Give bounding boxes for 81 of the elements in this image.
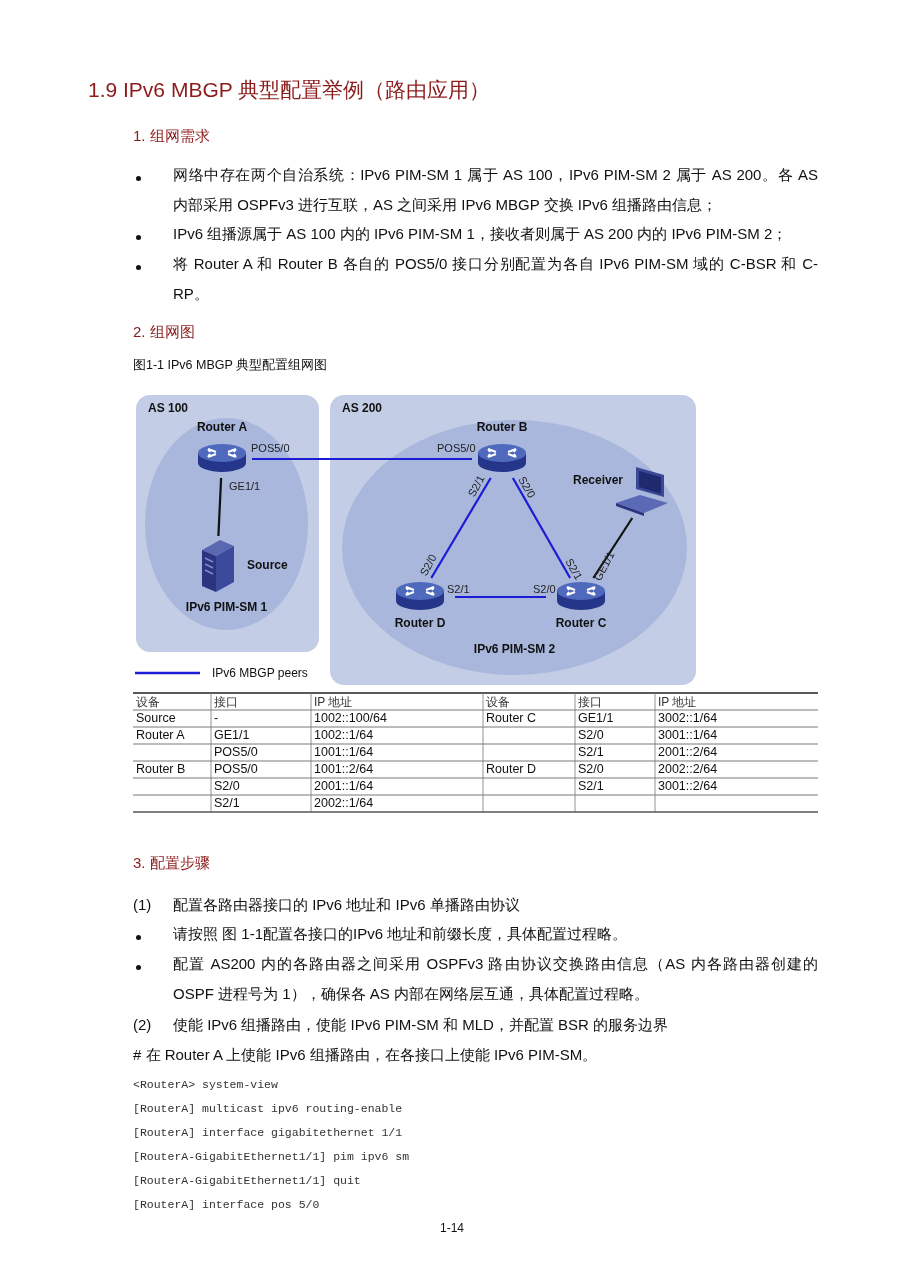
- code-line: [RouterA-GigabitEthernet1/1] pim ipv6 sm: [133, 1150, 410, 1163]
- code-line: [RouterA] interface gigabitethernet 1/1: [133, 1126, 403, 1139]
- interface-name: GE1/1: [578, 711, 614, 725]
- port-label: GE1/1: [229, 480, 261, 492]
- interface-name: POS5/0: [214, 762, 258, 776]
- port-label: S2/0: [533, 583, 556, 595]
- device-name: Router D: [486, 762, 537, 776]
- section-heading: 1. 组网需求: [133, 127, 210, 146]
- port-label: S2/0: [417, 552, 439, 578]
- code-line: [RouterA] interface pos 5/0: [133, 1198, 320, 1211]
- ip-address: 1002::100/64: [314, 711, 387, 725]
- legend-label: IPv6 MBGP peers: [212, 666, 308, 680]
- interface-name: S2/0: [214, 779, 240, 793]
- code-line: [RouterA] multicast ipv6 routing-enable: [133, 1102, 403, 1115]
- bullet-text: 请按照 图 1-1配置各接口的IPv6 地址和前缀长度，具体配置过程略。: [173, 924, 629, 944]
- link-line: [592, 517, 634, 579]
- ip-address: 2002::2/64: [658, 762, 718, 776]
- device-label: Router C: [554, 616, 608, 630]
- interface-name: S2/0: [578, 762, 604, 776]
- bullet-text: 配置 AS200 内的各路由器之间采用 OSPFv3 路由协议交换路由信息（AS 内各路由器创建的 OSPF 进程号为 1），确保各 AS 内部在网络层互通，具体配置过程略。: [173, 954, 818, 1004]
- bullet-text: 网络中存在两个自治系统：IPv6 PIM-SM 1 属于 AS 100，IPv6 PIM-SM 2 属于 AS 200。各 AS 内部采用 OSPFv3 进行互联，AS 之间采用 IPv6 MBGP 交换 IPv6 组播路由信息；: [173, 165, 818, 215]
- column-header: 接口: [578, 694, 602, 711]
- paragraph: # 在 Router A 上使能 IPv6 组播路由，在各接口上使能 IPv6 PIM-SM。: [133, 1045, 599, 1065]
- region-label: AS 200: [342, 401, 383, 415]
- ip-address: 1001::2/64: [314, 762, 374, 776]
- domain-label: IPv6 PIM-SM 2: [472, 642, 557, 656]
- paragraph: 使能 IPv6 组播路由，使能 IPv6 PIM-SM 和 MLD，并配置 BSR 的服务边界: [173, 1015, 670, 1035]
- interface-name: -: [214, 711, 219, 725]
- code-line: [RouterA-GigabitEthernet1/1] quit: [133, 1174, 361, 1187]
- ip-address: 3001::2/64: [658, 779, 718, 793]
- page-number: 1-14: [440, 1221, 465, 1235]
- region-label: AS 100: [148, 401, 189, 415]
- ip-address: 1001::1/64: [314, 745, 374, 759]
- step-number: (1): [133, 895, 152, 915]
- bullet-text: IPv6 组播源属于 AS 100 内的 IPv6 PIM-SM 1，接收者则属于 AS 200 内的 IPv6 PIM-SM 2；: [173, 224, 789, 244]
- interface-name: S2/1: [578, 779, 604, 793]
- interface-name: S2/0: [578, 728, 604, 742]
- ip-address: 2002::1/64: [314, 796, 374, 810]
- peer-link-line: [511, 477, 572, 579]
- device-name: Source: [136, 711, 176, 725]
- port-label: POS5/0: [437, 442, 476, 454]
- device-name: Router C: [486, 711, 537, 725]
- device-label: Router B: [475, 420, 529, 434]
- column-header: IP 地址: [314, 694, 353, 711]
- ip-address: 3001::1/64: [658, 728, 718, 742]
- port-label: S2/1: [447, 583, 470, 595]
- page-title: 1.9 IPv6 MBGP 典型配置举例（路由应用）: [88, 77, 491, 103]
- device-label: Router D: [393, 616, 447, 630]
- device-label: Receiver: [573, 473, 624, 487]
- interface-name: S2/1: [214, 796, 240, 810]
- ip-address: 2001::1/64: [314, 779, 374, 793]
- ip-address: 2001::2/64: [658, 745, 718, 759]
- column-header: 设备: [136, 694, 160, 711]
- interface-name: POS5/0: [214, 745, 258, 759]
- column-header: 接口: [214, 694, 238, 711]
- device-label: Source: [247, 558, 288, 572]
- section-heading: 2. 组网图: [133, 323, 195, 342]
- column-header: IP 地址: [658, 694, 697, 711]
- code-line: <RouterA> system-view: [133, 1078, 278, 1091]
- domain-label: IPv6 PIM-SM 1: [184, 600, 269, 614]
- column-header: 设备: [486, 694, 510, 711]
- as-region: [136, 395, 319, 652]
- step-number: (2): [133, 1015, 152, 1035]
- link-line: [217, 477, 223, 537]
- peer-link-line: [430, 477, 492, 579]
- ip-address: 3002::1/64: [658, 711, 718, 725]
- section-heading: 3. 配置步骤: [133, 854, 210, 873]
- as-region: [330, 395, 696, 685]
- device-label: Router A: [195, 420, 249, 434]
- device-name: Router A: [136, 728, 185, 742]
- peer-link-line: [455, 595, 546, 599]
- port-label: POS5/0: [251, 442, 290, 454]
- ip-address: 1002::1/64: [314, 728, 374, 742]
- bullet-text: 将 Router A 和 Router B 各自的 POS5/0 接口分别配置为各自 IPv6 PIM-SM 域的 C-BSR 和 C-RP。: [173, 254, 818, 304]
- interface-name: S2/1: [578, 745, 604, 759]
- port-label: S2/1: [465, 473, 487, 499]
- device-name: Router B: [136, 762, 186, 776]
- interface-name: GE1/1: [214, 728, 250, 742]
- paragraph: 配置各路由器接口的 IPv6 地址和 IPv6 单播路由协议: [173, 895, 521, 915]
- figure-caption: 图1-1 IPv6 MBGP 典型配置组网图: [133, 357, 328, 374]
- peer-link-line: [252, 457, 472, 461]
